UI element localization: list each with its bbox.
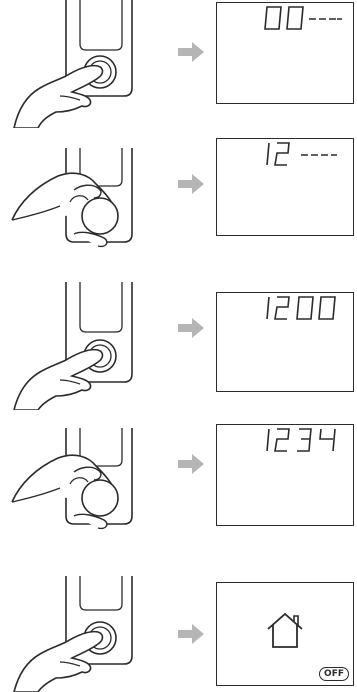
arrow-right-icon [178, 454, 204, 474]
step-3 [0, 282, 357, 410]
press-device-illustration [0, 0, 175, 128]
off-badge: OFF [319, 667, 349, 681]
turn-device-illustration [0, 138, 175, 266]
display-readout [263, 295, 343, 321]
press-device-illustration [0, 560, 175, 692]
step-4 [0, 418, 357, 546]
step-5: OFF [0, 560, 357, 692]
display-screen: OFF [216, 582, 354, 686]
display-screen [216, 292, 354, 392]
arrow-right-icon [178, 42, 204, 62]
step-1 [0, 0, 357, 128]
display-readout [263, 427, 343, 453]
display-screen [216, 2, 354, 104]
press-device-illustration [0, 282, 175, 410]
turn-device-illustration [0, 418, 175, 546]
arrow-right-icon [178, 318, 204, 338]
display-readout [263, 5, 343, 31]
arrow-right-icon [178, 624, 204, 644]
arrow-right-icon [178, 174, 204, 194]
display-readout [263, 141, 343, 167]
home-icon [265, 611, 305, 649]
display-screen [216, 424, 354, 526]
display-screen [216, 138, 354, 236]
step-2 [0, 138, 357, 266]
